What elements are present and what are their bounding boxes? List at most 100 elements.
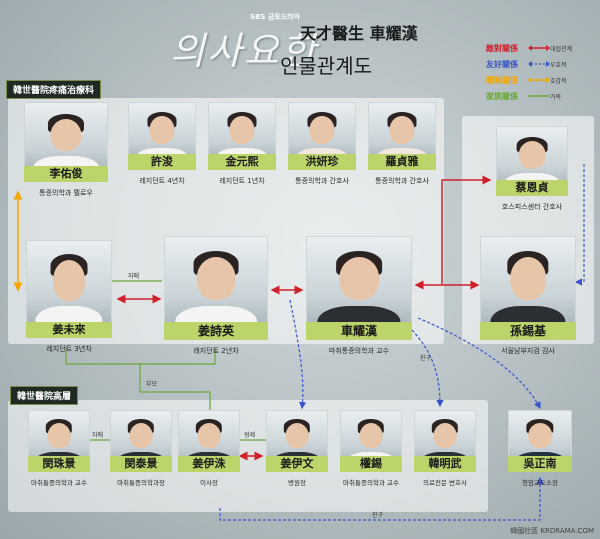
face-shape bbox=[518, 140, 546, 170]
role-label: 마취통증의학과 교수 bbox=[31, 479, 87, 487]
role-label: 레지던트 3년차 bbox=[46, 345, 92, 353]
person-min-tai-jing[interactable]: 閔泰景 마취통증의학과장 bbox=[110, 410, 172, 487]
portrait bbox=[26, 240, 112, 338]
name-plate: 姜伊文 bbox=[266, 456, 328, 472]
person-quan-xi[interactable]: 權錫 마취통증의학과 교수 bbox=[340, 410, 402, 487]
person-jiang-mi-lai[interactable]: 姜未來 레지던트 3년차 bbox=[26, 240, 112, 354]
role-label: 청암교도소장 bbox=[522, 479, 558, 487]
person-sun-xi-ji[interactable]: 孫錫基 서울남부지검 검사 bbox=[480, 236, 576, 356]
name-plate: 李佑俊 bbox=[24, 166, 108, 182]
role-label: 이사장 bbox=[200, 479, 218, 487]
relation-brothers-label: 형제 bbox=[244, 431, 255, 439]
role-label: 통증의학과 간호사 bbox=[295, 177, 349, 185]
legend-ambiguous: 曖昧關係 호감적 bbox=[486, 72, 598, 88]
name-plate: 閔珠景 bbox=[28, 456, 90, 472]
person-wu-zheng-nan[interactable]: 吳正南 청암교도소장 bbox=[508, 410, 572, 487]
relation-legend: 敵對關係 대립관계 友好關係 우호적 曖昧關係 호감적 家族關係 가족 bbox=[486, 40, 598, 104]
name-plate: 洪妍珍 bbox=[288, 154, 356, 170]
name-plate: 韓明武 bbox=[414, 456, 476, 472]
person-min-zhu-jing[interactable]: 閔珠景 마취통증의학과 교수 bbox=[28, 410, 90, 487]
legend-label: 敵對關係 bbox=[486, 43, 518, 53]
face-shape bbox=[359, 423, 383, 449]
face-shape bbox=[129, 423, 153, 449]
double-arrow-icon bbox=[528, 77, 550, 83]
face-shape bbox=[196, 257, 236, 301]
relation-sisters-label: 자매 bbox=[128, 272, 139, 280]
person-che-yao-han[interactable]: 車耀漢 마취통증의학과 교수 bbox=[306, 236, 412, 356]
name-plate: 孫錫基 bbox=[480, 322, 576, 340]
main-title: 天才醫生 車耀漢 bbox=[300, 24, 418, 43]
legend-desc: 대립관계 bbox=[550, 45, 573, 53]
dashed-arrow-icon bbox=[528, 61, 550, 67]
show-logo: 의사요한 bbox=[170, 29, 318, 73]
person-hong-yan-zhen[interactable]: 洪妍珍 통증의학과 간호사 bbox=[288, 102, 356, 186]
link-friendly-che-han bbox=[411, 329, 444, 408]
role-label: 병원장 bbox=[288, 479, 306, 487]
person-cai-en-zhen[interactable]: 蔡恩貞 호스피스센터 간호사 bbox=[496, 126, 568, 212]
name-plate: 許浚 bbox=[128, 154, 196, 170]
link-friendly-che-wu bbox=[417, 317, 541, 410]
person-li-you-jun[interactable]: 李佑俊 통증의학과 펠로우 bbox=[24, 102, 108, 198]
double-arrow-icon bbox=[528, 45, 550, 51]
legend-label: 曖昧關係 bbox=[486, 75, 518, 85]
relation-friend-bottom-label: 친구 bbox=[372, 511, 384, 519]
face-shape bbox=[47, 423, 71, 449]
face-shape bbox=[510, 257, 546, 301]
name-plate: 權錫 bbox=[340, 456, 402, 472]
role-label: 서울남부지검 검사 bbox=[501, 347, 555, 355]
section-tag-executives: 韓世醫院高層 bbox=[10, 386, 79, 405]
legend-family: 家族關係 가족 bbox=[486, 88, 598, 104]
legend-label: 家族關係 bbox=[486, 91, 518, 101]
link-family-parents-branch bbox=[140, 391, 211, 410]
legend-friendly: 友好關係 우호적 bbox=[486, 56, 598, 72]
legend-label: 友好關係 bbox=[486, 59, 518, 69]
face-shape bbox=[197, 423, 221, 449]
face-shape bbox=[53, 260, 85, 301]
face-shape bbox=[433, 423, 457, 449]
face-shape bbox=[528, 423, 552, 449]
role-label: 마취통증의학과 교수 bbox=[328, 347, 390, 355]
link-friendly-che-yi-wen bbox=[289, 299, 307, 410]
broadcaster-label: SBS 금토드라마 bbox=[250, 13, 301, 21]
person-jiang-shi-ying[interactable]: 姜詩英 레지던트 2년차 bbox=[164, 236, 268, 356]
role-label: 마취통증의학과장 bbox=[117, 479, 165, 487]
face-shape bbox=[389, 116, 415, 144]
person-xu-jun[interactable]: 許浚 레지던트 4년차 bbox=[128, 102, 196, 186]
name-plate: 羅貞雅 bbox=[368, 154, 436, 170]
legend-desc: 가족 bbox=[550, 93, 562, 101]
legend-desc: 우호적 bbox=[550, 61, 567, 69]
name-plate: 蔡恩貞 bbox=[496, 180, 568, 196]
sub-title: 인물관계도 bbox=[280, 54, 372, 78]
role-label: 마취통증의학과 교수 bbox=[343, 479, 399, 487]
face-shape bbox=[285, 423, 309, 449]
solid-line-icon bbox=[528, 95, 550, 97]
link-friendly-bottom bbox=[219, 476, 544, 521]
link-friendly-cai-sun bbox=[574, 164, 585, 286]
face-shape bbox=[50, 118, 82, 152]
person-han-ming-wu[interactable]: 韓明武 의료전문 변호사 bbox=[414, 410, 476, 487]
role-label: 통증의학과 펠로우 bbox=[39, 189, 93, 197]
person-luo-zhen-ya[interactable]: 羅貞雅 통증의학과 간호사 bbox=[368, 102, 436, 186]
name-plate: 金元熙 bbox=[208, 154, 276, 170]
role-label: 통증의학과 간호사 bbox=[375, 177, 429, 185]
role-label: 의료전문 변호사 bbox=[423, 479, 467, 487]
name-plate: 姜未來 bbox=[26, 322, 112, 338]
section-tag-pain-clinic: 韓世醫院疼痛治療科 bbox=[6, 80, 102, 99]
person-jiang-yi-wen[interactable]: 姜伊文 병원장 bbox=[266, 410, 328, 487]
legend-hostile: 敵對關係 대립관계 bbox=[486, 40, 598, 56]
legend-desc: 호감적 bbox=[550, 77, 567, 85]
name-plate: 姜詩英 bbox=[164, 322, 268, 340]
link-hostile-che-cai bbox=[441, 175, 492, 285]
watermark: 韓國社區 KRDRAMA.COM bbox=[510, 527, 594, 535]
role-label: 호스피스센터 간호사 bbox=[501, 203, 563, 211]
face-shape bbox=[309, 116, 335, 144]
role-label: 레지던트 2년차 bbox=[193, 347, 239, 355]
person-jin-yuan-xi[interactable]: 金元熙 레지던트 1년차 bbox=[208, 102, 276, 186]
name-plate: 閔泰景 bbox=[110, 456, 172, 472]
face-shape bbox=[149, 116, 175, 144]
face-shape bbox=[339, 257, 379, 301]
face-shape bbox=[229, 116, 255, 144]
header: 의사요한 SBS 금토드라마 天才醫生 車耀漢 인물관계도 bbox=[170, 6, 440, 86]
person-jiang-yi-zhu[interactable]: 姜伊洙 이사장 bbox=[178, 410, 240, 487]
